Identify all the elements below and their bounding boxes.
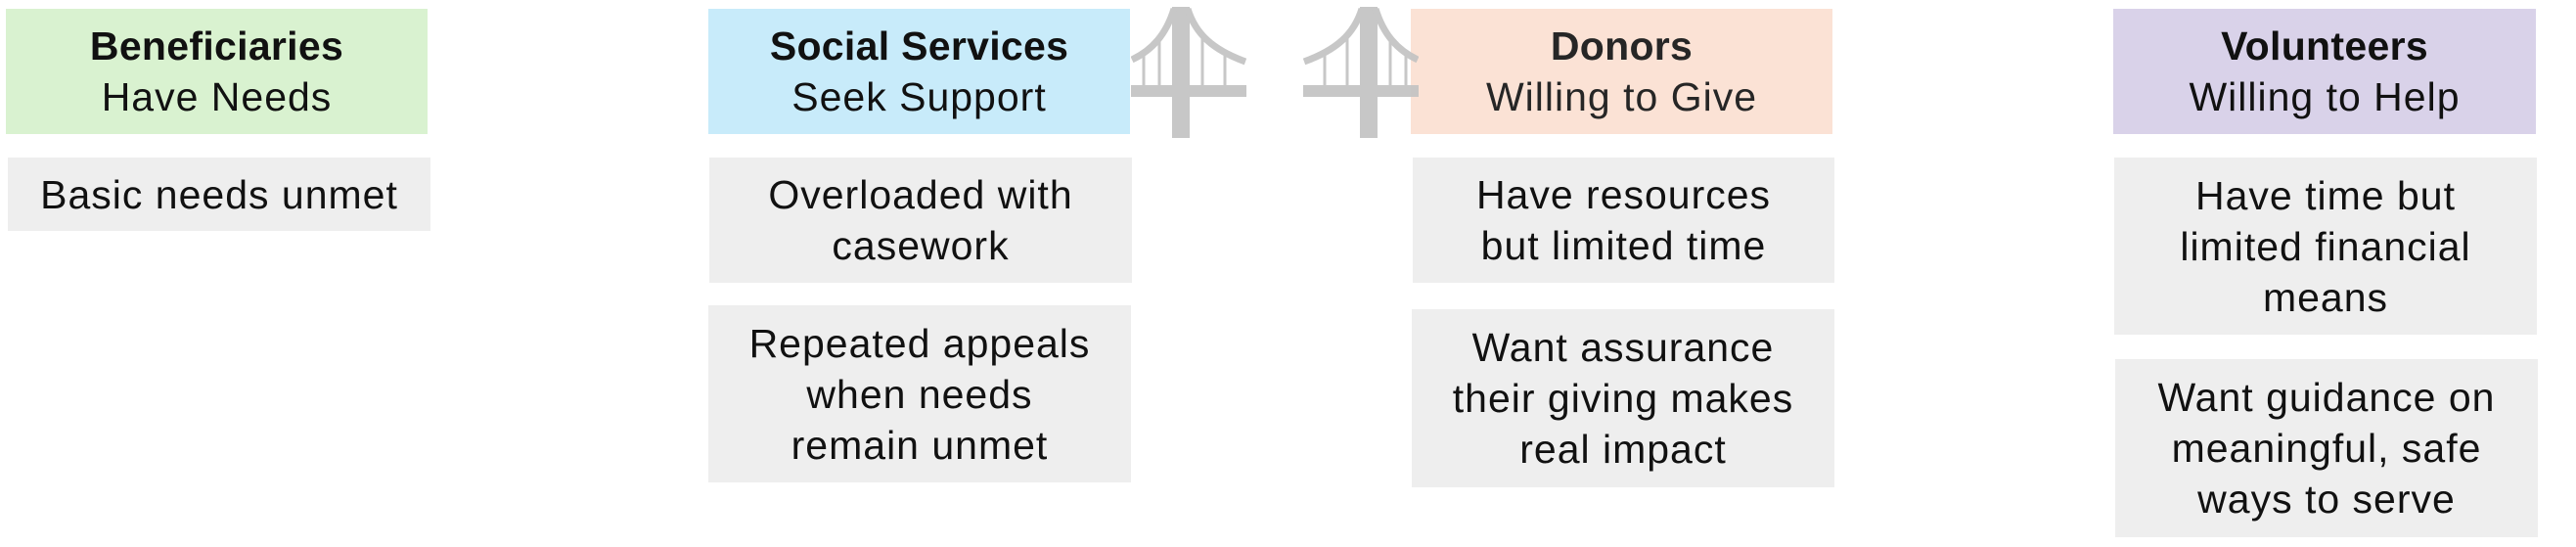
beneficiaries-title: Beneficiaries	[89, 23, 344, 68]
volunteers-card-guidance: Want guidance on meaningful, safe ways t…	[2115, 359, 2538, 537]
beneficiaries-card-basic-needs: Basic needs unmet	[8, 158, 430, 231]
bridge-icon	[1303, 5, 1419, 138]
social-services-card-overloaded: Overloaded with casework	[709, 158, 1132, 283]
beneficiaries-header: Beneficiaries Have Needs	[6, 9, 428, 134]
beneficiaries-subtitle: Have Needs	[101, 74, 333, 119]
volunteers-subtitle: Willing to Help	[2189, 74, 2461, 119]
donors-card-resources: Have resources but limited time	[1413, 158, 1834, 283]
donors-title: Donors	[1550, 23, 1694, 68]
donors-header: Donors Willing to Give	[1411, 9, 1832, 134]
social-services-header: Social Services Seek Support	[708, 9, 1130, 134]
volunteers-title: Volunteers	[2221, 23, 2428, 68]
volunteers-header: Volunteers Willing to Help	[2113, 9, 2536, 134]
donors-card-assurance: Want assurance their giving makes real i…	[1412, 309, 1834, 487]
social-services-subtitle: Seek Support	[791, 74, 1047, 119]
volunteers-card-time: Have time but limited financial means	[2114, 158, 2537, 335]
bridge-icon	[1131, 5, 1246, 138]
social-services-card-repeated-appeals: Repeated appeals when needs remain unmet	[708, 305, 1131, 482]
donors-subtitle: Willing to Give	[1485, 74, 1757, 119]
social-services-title: Social Services	[769, 23, 1069, 68]
